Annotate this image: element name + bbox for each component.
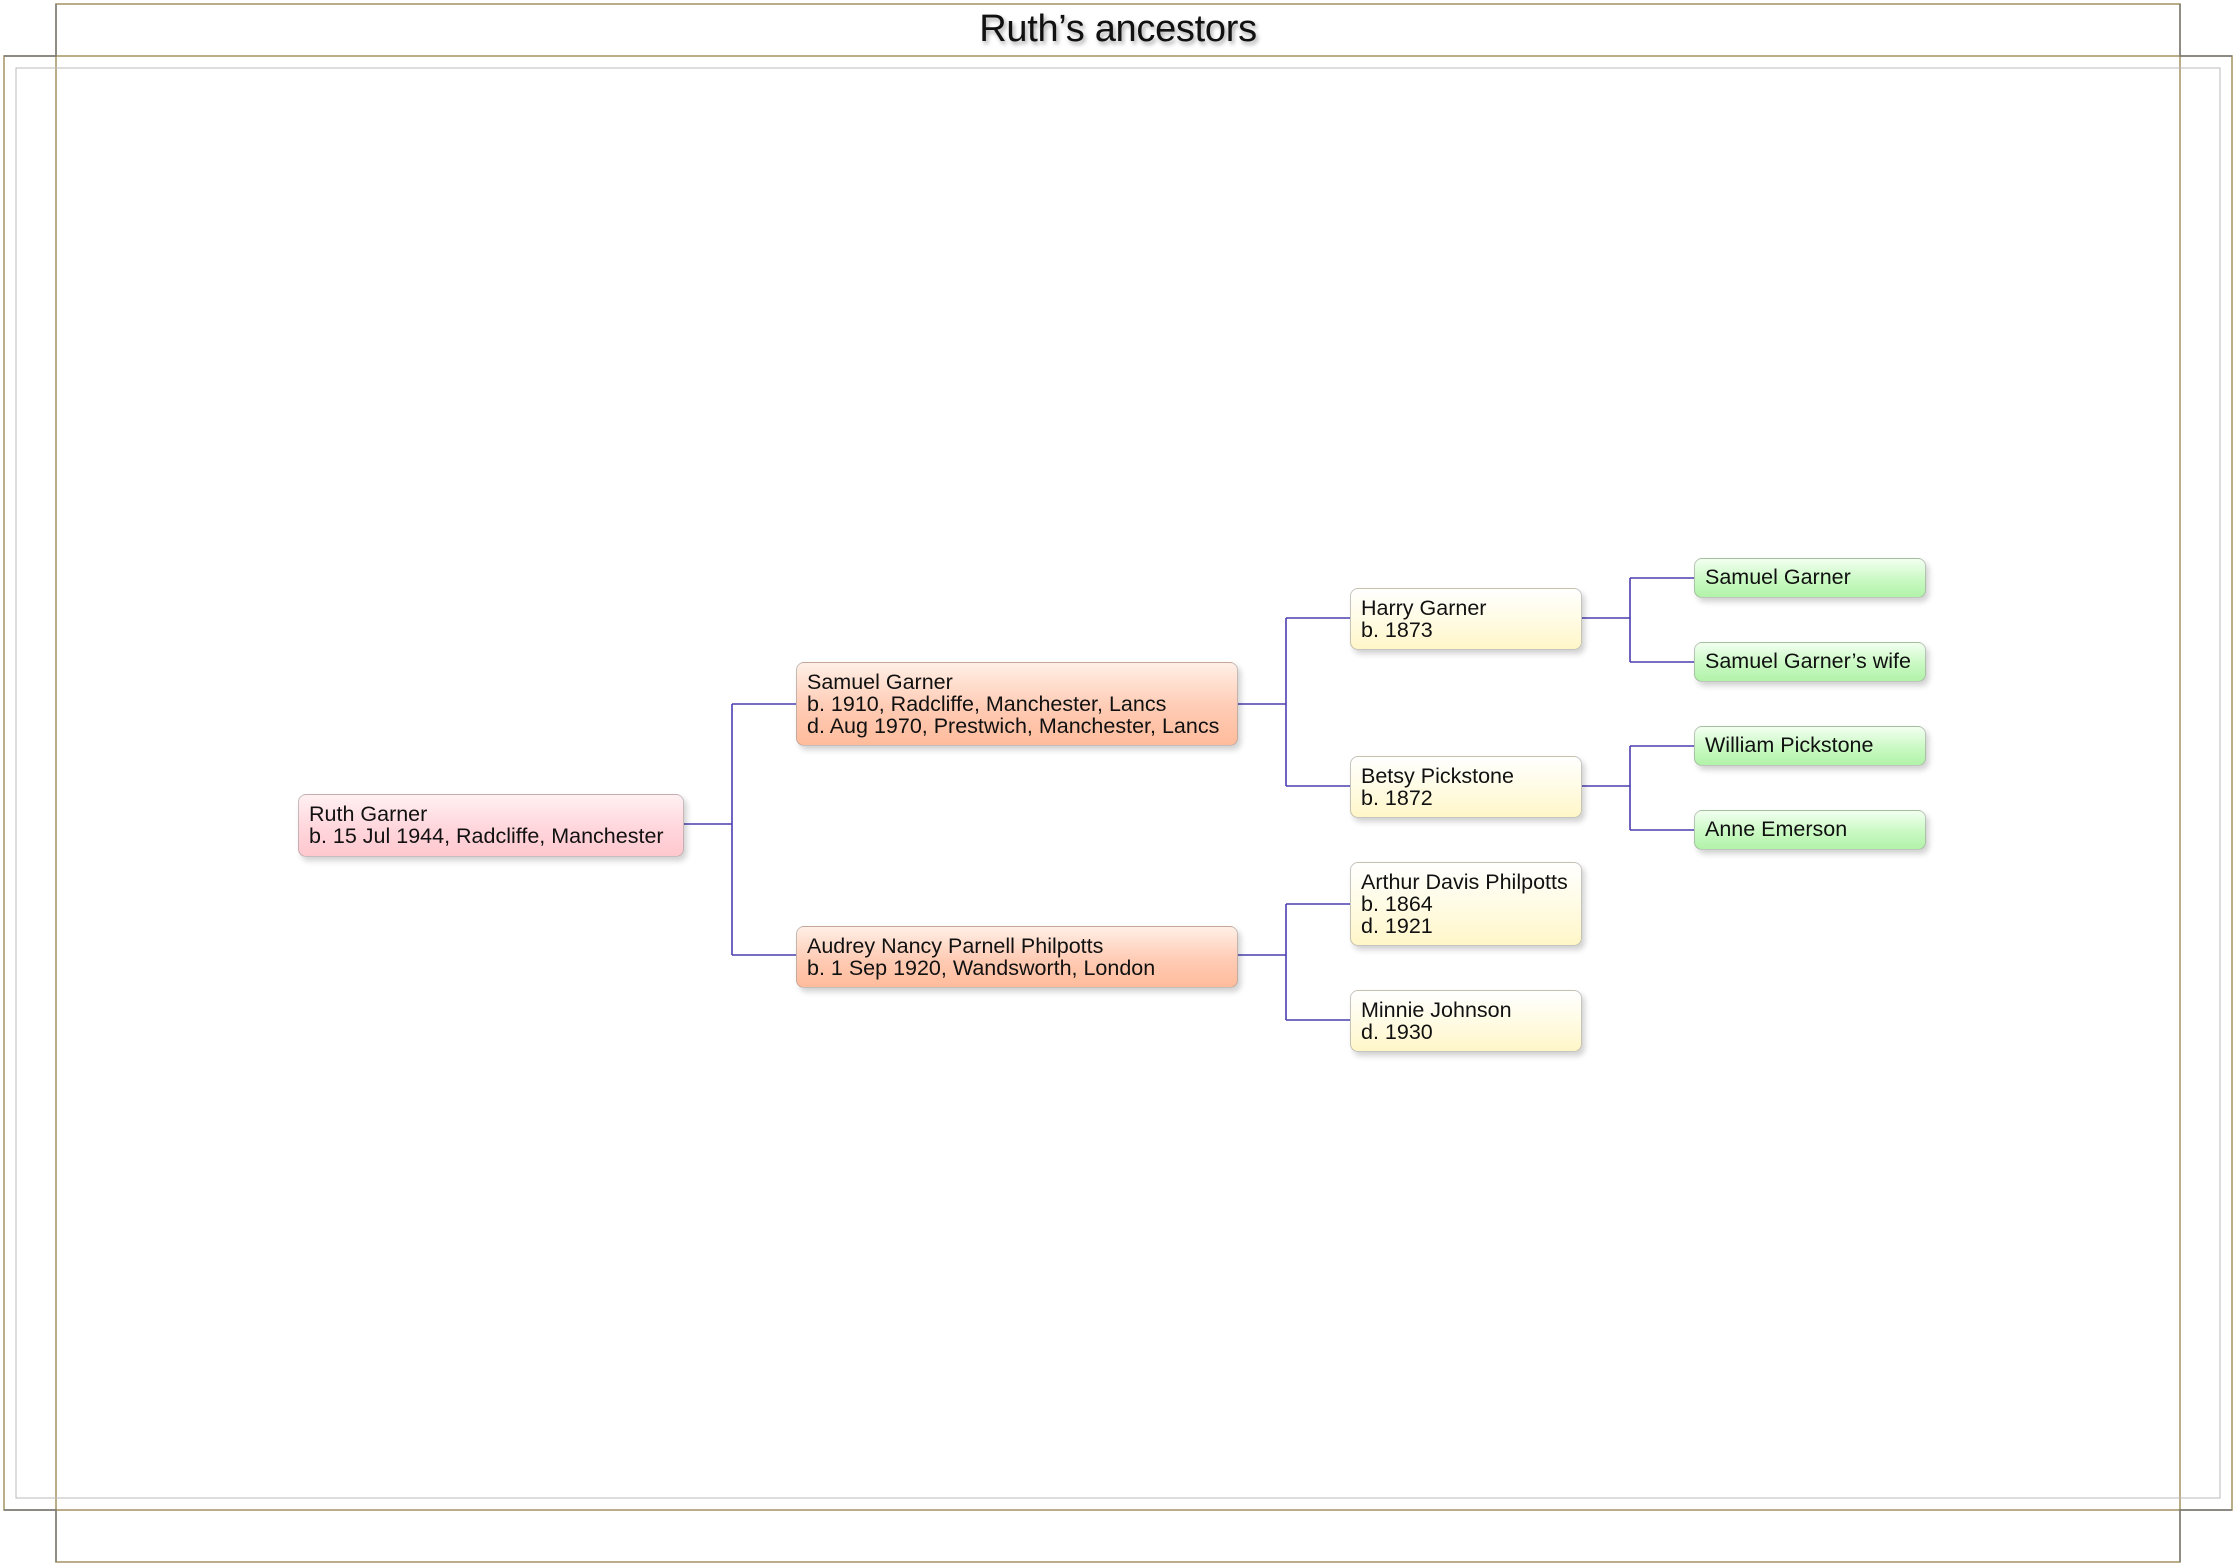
person-death: d. Aug 1970, Prestwich, Manchester, Lanc… xyxy=(807,714,1220,738)
person-card-betsy-pickstone[interactable]: Betsy Pickstone b. 1872 xyxy=(1350,756,1582,818)
person-birth: b. 1 Sep 1920, Wandsworth, London xyxy=(807,956,1156,980)
person-name: William Pickstone xyxy=(1705,733,1874,757)
person-name: Samuel Garner’s wife xyxy=(1705,649,1911,673)
person-card-samuel-garners-wife[interactable]: Samuel Garner’s wife xyxy=(1694,642,1926,682)
person-name: Samuel Garner xyxy=(1705,565,1851,589)
person-birth: b. 1910, Radcliffe, Manchester, Lancs xyxy=(807,692,1167,716)
person-death: d. 1921 xyxy=(1361,914,1433,938)
person-name: Samuel Garner xyxy=(807,670,953,694)
person-birth: b. 1873 xyxy=(1361,618,1433,642)
person-name: Betsy Pickstone xyxy=(1361,764,1514,788)
chart-title: Ruth’s ancestors xyxy=(979,8,1257,50)
person-card-harry-garner[interactable]: Harry Garner b. 1873 xyxy=(1350,588,1582,650)
person-death: d. 1930 xyxy=(1361,1020,1433,1044)
person-birth: b. 1872 xyxy=(1361,786,1433,810)
person-name: Anne Emerson xyxy=(1705,817,1848,841)
person-name: Minnie Johnson xyxy=(1361,998,1512,1022)
person-name: Ruth Garner xyxy=(309,802,428,826)
person-name: Audrey Nancy Parnell Philpotts xyxy=(807,934,1104,958)
person-card-samuel-garner-father[interactable]: Samuel Garner b. 1910, Radcliffe, Manche… xyxy=(796,662,1238,746)
person-birth: b. 15 Jul 1944, Radcliffe, Manchester xyxy=(309,824,664,848)
person-card-samuel-garner-great-grandfather[interactable]: Samuel Garner xyxy=(1694,558,1926,598)
person-name: Harry Garner xyxy=(1361,596,1487,620)
person-card-ruth-garner[interactable]: Ruth Garner b. 15 Jul 1944, Radcliffe, M… xyxy=(298,794,684,857)
person-birth: b. 1864 xyxy=(1361,892,1433,916)
person-card-audrey-philpotts[interactable]: Audrey Nancy Parnell Philpotts b. 1 Sep … xyxy=(796,926,1238,988)
person-card-minnie-johnson[interactable]: Minnie Johnson d. 1930 xyxy=(1350,990,1582,1052)
person-card-william-pickstone[interactable]: William Pickstone xyxy=(1694,726,1926,766)
person-name: Arthur Davis Philpotts xyxy=(1361,870,1568,894)
person-card-anne-emerson[interactable]: Anne Emerson xyxy=(1694,810,1926,850)
person-card-arthur-philpotts[interactable]: Arthur Davis Philpotts b. 1864 d. 1921 xyxy=(1350,862,1582,946)
